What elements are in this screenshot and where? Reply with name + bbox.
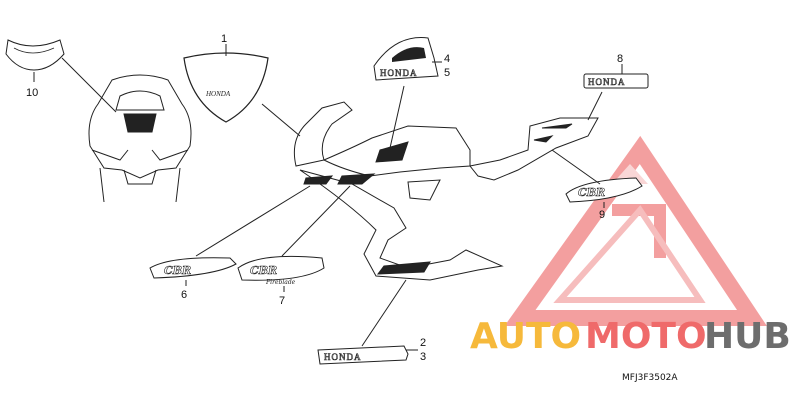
decal-7: CBR Fireblade <box>237 255 325 286</box>
decal-4-text: HONDA <box>380 68 418 78</box>
decal-9-text: CBR <box>578 186 605 199</box>
diagram-code: MFJ3F3502A <box>622 373 678 383</box>
decal-4-5: HONDA <box>373 37 439 81</box>
watermark-logo <box>504 135 767 326</box>
part-number-8: 8 <box>617 53 623 65</box>
part-number-1: 1 <box>221 33 227 45</box>
main-fairing <box>293 101 599 281</box>
part-number-2: 2 <box>420 337 426 349</box>
decal-6-text: CBR <box>164 264 191 277</box>
decal-1: HONDA <box>183 52 269 123</box>
watermark-hub: HUB <box>704 316 791 357</box>
decal-1-text: HONDA <box>205 90 231 98</box>
watermark-moto: MOTO <box>585 316 707 357</box>
part-number-7: 7 <box>279 295 285 307</box>
decal-7-subtext: Fireblade <box>265 279 296 286</box>
decal-8: HONDA <box>583 73 649 89</box>
part-number-6: 6 <box>181 289 187 301</box>
decal-2-3: HONDA <box>317 345 409 365</box>
watermark-auto: AUTO <box>470 316 581 357</box>
part-number-4: 4 <box>444 53 450 65</box>
front-fairing <box>88 74 192 203</box>
part-number-10: 10 <box>26 87 38 99</box>
part-number-5: 5 <box>444 67 450 79</box>
watermark-triangle-icon <box>504 135 767 326</box>
decal-9: CBR <box>565 177 643 203</box>
decal-8-text: HONDA <box>588 77 626 87</box>
part-number-3: 3 <box>420 351 426 363</box>
decal-6: CBR <box>149 257 237 279</box>
decal-10 <box>5 39 65 71</box>
decal-2-text: HONDA <box>324 352 362 362</box>
part-number-9: 9 <box>599 209 605 221</box>
decal-7-text: CBR <box>250 264 277 277</box>
